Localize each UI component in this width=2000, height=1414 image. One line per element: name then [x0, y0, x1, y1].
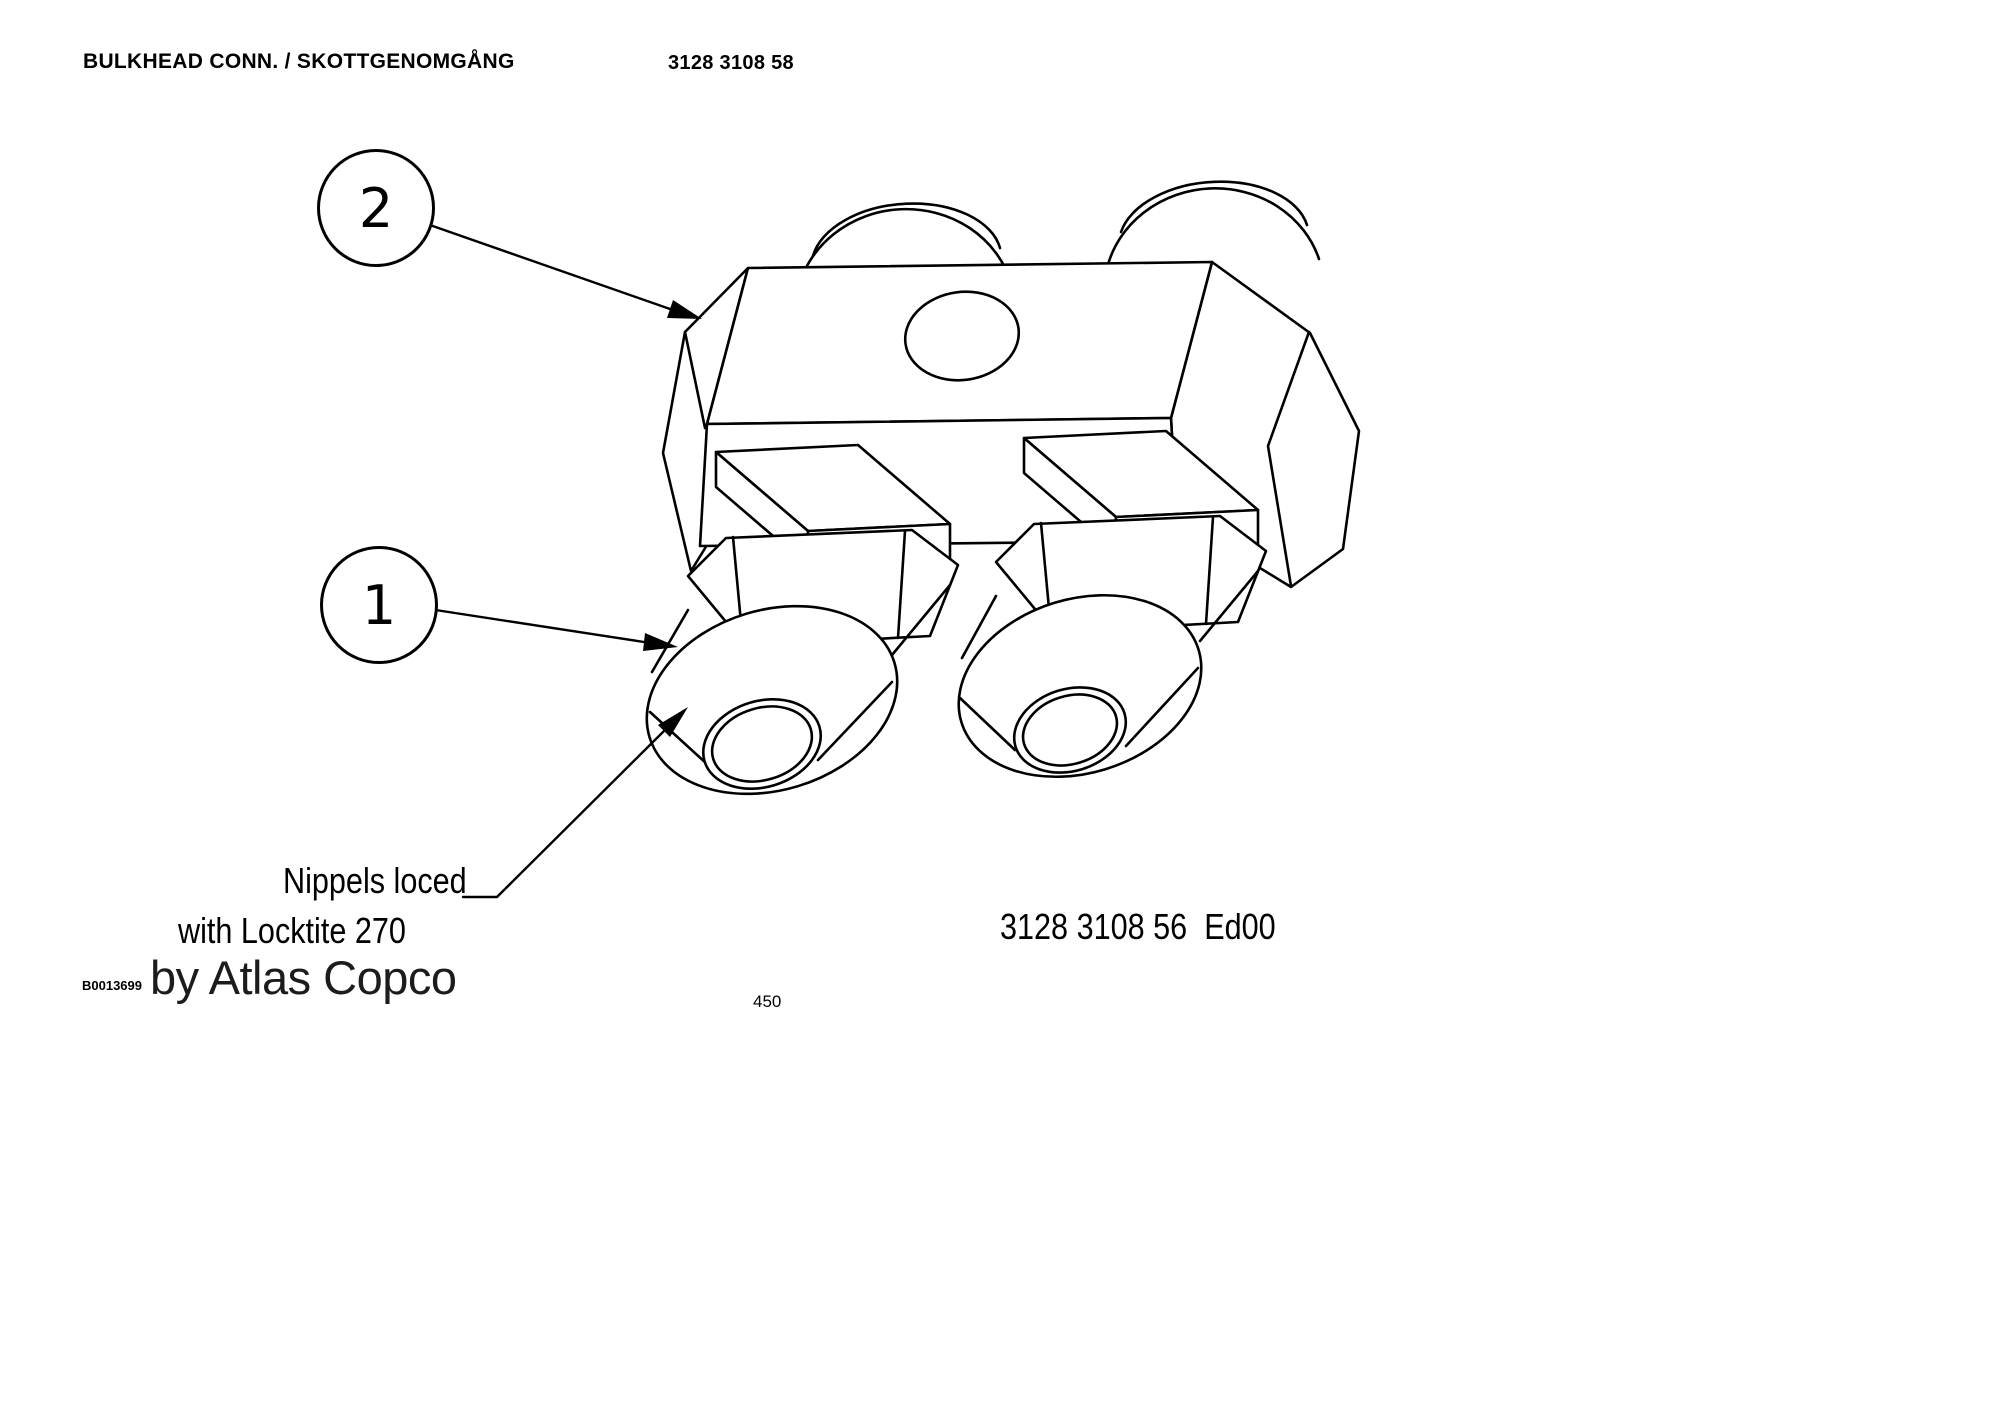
callout-1-label: 1 [361, 573, 397, 637]
page-title: BULKHEAD CONN. / SKOTTGENOMGÅNG [83, 50, 515, 73]
front-nipple-left-drawing [645, 443, 960, 796]
callout-balloon-2: 2 [317, 149, 435, 267]
doc-number: 3128 3108 58 [668, 52, 794, 74]
callout-leader-lines [425, 222, 702, 899]
brand-credit: by Atlas Copco [150, 951, 457, 1004]
note-line-2: with Locktite 270 [178, 910, 406, 951]
callout-balloon-1: 1 [320, 546, 438, 664]
page-number: 450 [753, 992, 782, 1011]
note-line-1: Nippels loced [283, 860, 467, 901]
image-code: B0013699 [82, 978, 142, 993]
front-nipple-right-drawing [957, 429, 1268, 779]
callout-1-arrow [427, 607, 678, 651]
callout-2-label: 2 [358, 176, 394, 240]
drawing-number: 3128 3108 56 Ed00 [1000, 906, 1276, 947]
note-arrow [461, 707, 688, 899]
callout-2-arrow [425, 222, 702, 319]
